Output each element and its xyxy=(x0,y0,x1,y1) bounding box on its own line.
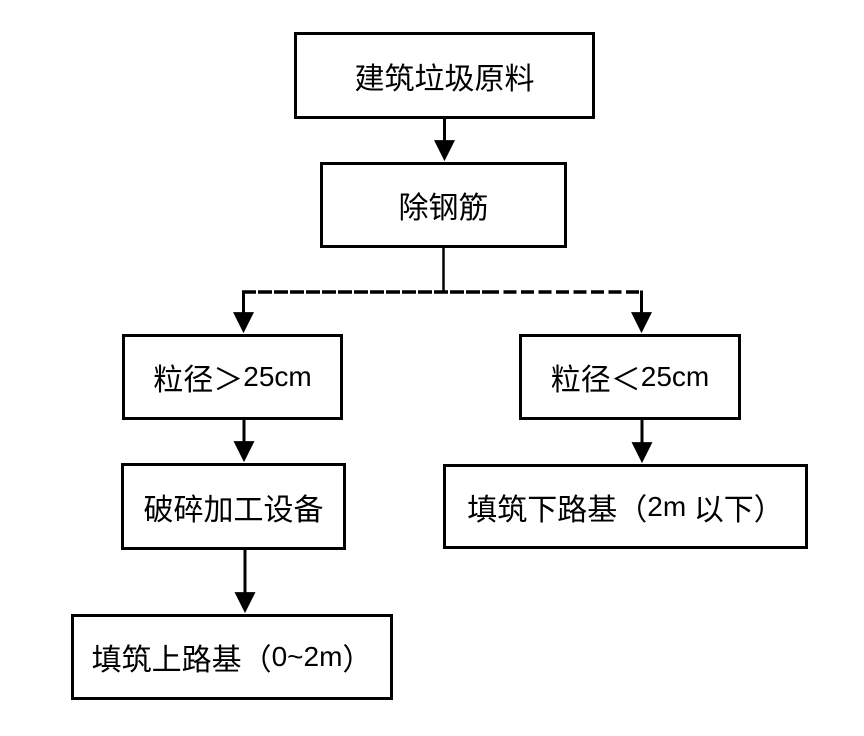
node-crushing-equipment: 破碎加工设备 xyxy=(121,463,346,550)
node-fill-lower-subgrade-label-value: 2m xyxy=(647,490,687,522)
node-fill-upper-subgrade: 填筑上路基（0~2m） xyxy=(71,614,393,700)
node-fill-lower-subgrade: 填筑下路基（2m 以下） xyxy=(443,464,808,549)
node-remove-rebar-label: 除钢筋 xyxy=(398,192,489,225)
node-fill-lower-subgrade-label-suffix: 以下） xyxy=(686,493,784,527)
node-remove-rebar: 除钢筋 xyxy=(320,162,567,248)
node-fill-lower-subgrade-label-prefix: 填筑下路基（ xyxy=(467,493,648,527)
node-fill-upper-subgrade-label-prefix: 填筑上路基（ xyxy=(91,644,272,677)
node-raw-material: 建筑垃圾原料 xyxy=(294,32,595,119)
node-raw-material-label: 建筑垃圾原料 xyxy=(354,62,535,96)
node-particle-gt-25cm: 粒径＞25cm xyxy=(122,334,343,420)
node-particle-gt-25cm-label-zh: 粒径＞ xyxy=(153,364,244,397)
node-crushing-equipment-label: 破碎加工设备 xyxy=(143,493,324,527)
node-particle-lt-25cm-label-zh: 粒径＜ xyxy=(550,364,641,397)
node-fill-upper-subgrade-label-value: 0~2m xyxy=(271,641,343,672)
node-particle-lt-25cm-label-value: 25cm xyxy=(640,361,710,392)
node-particle-gt-25cm-label-value: 25cm xyxy=(243,361,312,392)
node-particle-lt-25cm: 粒径＜25cm xyxy=(519,334,741,420)
node-fill-upper-subgrade-label-suffix: ） xyxy=(342,644,373,677)
